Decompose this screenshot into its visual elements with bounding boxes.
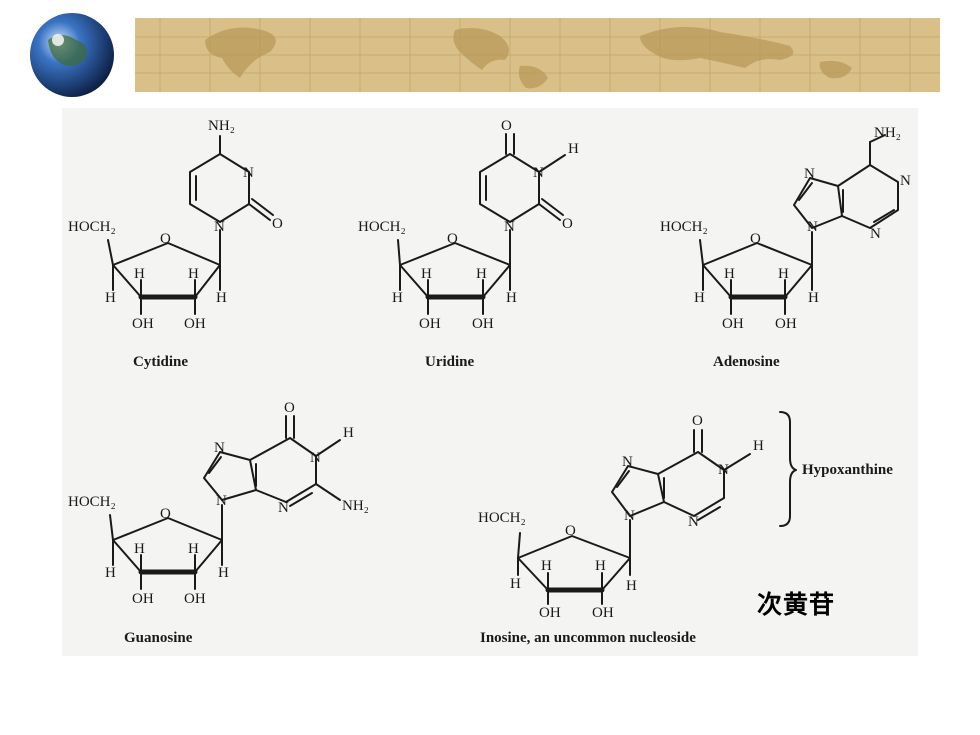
adenosine-ring-o-label: O	[750, 231, 761, 247]
uridine-h-label: H	[392, 290, 403, 306]
continents	[205, 26, 852, 89]
inosine-h-label: H	[595, 558, 606, 574]
guanosine-n3-label: N	[278, 500, 289, 516]
guanosine-hoch2-label: HOCH₂	[68, 494, 116, 510]
guanosine-h1-label: H	[343, 425, 354, 441]
uridine-structure	[397, 133, 566, 315]
inosine-o6-label: O	[692, 413, 703, 429]
inosine-h-label: H	[541, 558, 552, 574]
inosine-h1-label: H	[753, 438, 764, 454]
inosine-n1-label: N	[718, 462, 729, 478]
inosine-oh-label: OH	[592, 605, 614, 621]
uridine-o4-label: O	[501, 118, 512, 134]
cytidine-h-label: H	[105, 290, 116, 306]
uridine-n3-label: N	[533, 165, 544, 181]
adenosine-h-label: H	[778, 266, 789, 282]
adenosine-h-label: H	[724, 266, 735, 282]
adenosine-oh-label: OH	[775, 316, 797, 332]
inosine-oh-label: OH	[539, 605, 561, 621]
guanosine-h-label: H	[134, 541, 145, 557]
adenosine-oh-label: OH	[722, 316, 744, 332]
adenosine-h-label: H	[694, 290, 705, 306]
guanosine-h-label: H	[188, 541, 199, 557]
cytidine-caption: Cytidine	[133, 354, 189, 370]
cytidine-n1-label: N	[214, 219, 225, 235]
inosine-caption: Inosine, an uncommon nucleoside	[480, 630, 696, 646]
cytidine-ring-o-label: O	[160, 231, 171, 247]
cytidine-hoch2-label: HOCH₂	[68, 219, 116, 235]
uridine-o2-label: O	[562, 216, 573, 232]
uridine-h-label: H	[476, 266, 487, 282]
guanosine-oh-label: OH	[184, 591, 206, 607]
cytidine-amine-label: NH₂	[208, 118, 235, 134]
cytidine-structure	[107, 135, 274, 315]
uridine-oh-label: OH	[472, 316, 494, 332]
cytidine-oh-label: OH	[132, 316, 154, 332]
cytidine-oh-label: OH	[184, 316, 206, 332]
hypoxanthine-label: Hypoxanthine	[802, 462, 893, 478]
cytidine-h-label: H	[216, 290, 227, 306]
guanosine-structure	[109, 415, 341, 590]
guanosine-ring-o-label: O	[160, 506, 171, 522]
guanosine-h-label: H	[218, 565, 229, 581]
inosine-ring-o-label: O	[565, 523, 576, 539]
adenosine-n7-label: N	[804, 166, 815, 182]
header-banner	[30, 13, 940, 97]
guanosine-n9-label: N	[216, 493, 227, 509]
chinese-inosine-label: 次黄苷	[757, 590, 836, 619]
inosine-n9-label: N	[624, 508, 635, 524]
adenosine-amine-label: NH₂	[874, 125, 901, 141]
adenosine-n3-label: N	[870, 226, 881, 242]
cytidine-n3-label: N	[243, 165, 254, 181]
uridine-caption: Uridine	[425, 354, 475, 370]
guanosine-oh-label: OH	[132, 591, 154, 607]
uridine-oh-label: OH	[419, 316, 441, 332]
inosine-h-label: H	[510, 576, 521, 592]
guanosine-amine-label: NH₂	[342, 498, 369, 514]
inosine-structure	[517, 411, 797, 605]
guanosine-h-label: H	[105, 565, 116, 581]
figure-background	[62, 108, 918, 656]
adenosine-n1-label: N	[900, 173, 911, 189]
guanosine-caption: Guanosine	[124, 630, 193, 646]
uridine-hoch2-label: HOCH₂	[358, 219, 406, 235]
uridine-n1-label: N	[504, 219, 515, 235]
adenosine-caption: Adenosine	[713, 354, 780, 370]
cytidine-h-label: H	[188, 266, 199, 282]
guanosine-o6-label: O	[284, 400, 295, 416]
adenosine-hoch2-label: HOCH₂	[660, 219, 708, 235]
guanosine-n1-label: N	[310, 450, 321, 466]
globe-highlight	[52, 34, 64, 46]
inosine-h-label: H	[626, 578, 637, 594]
uridine-h-label: H	[506, 290, 517, 306]
inosine-n7-label: N	[622, 454, 633, 470]
inosine-n3-label: N	[688, 514, 699, 530]
inosine-hoch2-label: HOCH₂	[478, 510, 526, 526]
cytidine-h-label: H	[134, 266, 145, 282]
guanosine-n7-label: N	[214, 440, 225, 456]
cytidine-o2-label: O	[272, 216, 283, 232]
adenosine-h-label: H	[808, 290, 819, 306]
uridine-h3-label: H	[568, 141, 579, 157]
uridine-ring-o-label: O	[447, 231, 458, 247]
adenosine-structure	[699, 134, 899, 315]
adenosine-n9-label: N	[807, 219, 818, 235]
uridine-h-label: H	[421, 266, 432, 282]
